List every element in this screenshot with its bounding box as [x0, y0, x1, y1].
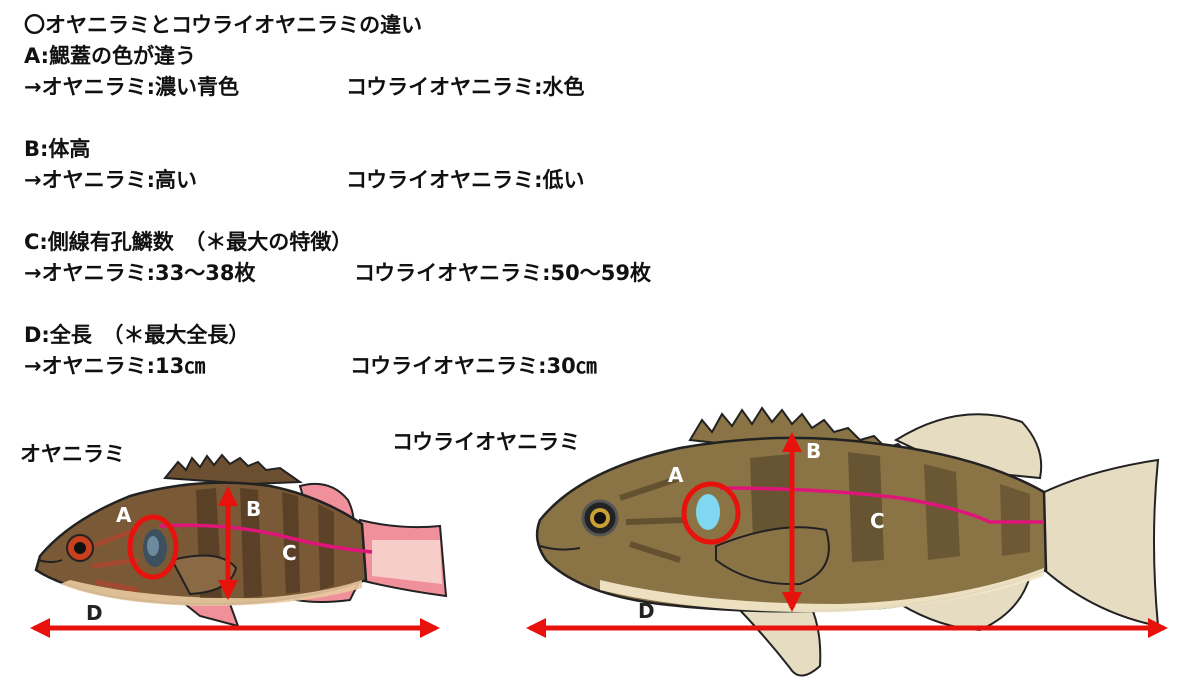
- large-fish-name: コウライオヤニラミ: [392, 430, 581, 454]
- small-dorsal-fin: [163, 453, 304, 486]
- small-label-c: C: [282, 541, 297, 565]
- section-a-right: コウライオヤニラミ:水色: [346, 75, 585, 99]
- section-a-heading: A:鰓蓋の色が違う: [24, 44, 197, 68]
- small-marker-a-circle: [127, 514, 179, 580]
- section-c-values: →オヤニラミ:33～38枚 コウライオヤニラミ:50～59枚: [24, 258, 784, 289]
- small-fish-name: オヤニラミ: [20, 442, 125, 466]
- large-fish: [535, 406, 1160, 677]
- section-b-values: →オヤニラミ:高い コウライオヤニラミ:低い: [24, 165, 784, 196]
- section-c-left: →オヤニラミ:33～38枚: [24, 261, 256, 285]
- section-c-heading: C:側線有孔鱗数 （＊最大の特徴）: [24, 230, 353, 254]
- section-b-heading: B:体高: [24, 137, 91, 161]
- section-b-right: コウライオヤニラミ:低い: [346, 168, 585, 192]
- large-label-c: C: [870, 509, 885, 533]
- section-a-values: →オヤニラミ:濃い青色 コウライオヤニラミ:水色: [24, 72, 784, 103]
- large-label-d: D: [638, 599, 655, 623]
- small-lateral-line: [159, 523, 373, 554]
- small-label-d: D: [86, 601, 103, 625]
- section-d-values: →オヤニラミ:13㎝ コウライオヤニラミ:30㎝: [24, 351, 784, 382]
- large-label-a: A: [668, 463, 684, 487]
- small-fish: [34, 453, 448, 628]
- large-marker-a-circle: [681, 481, 741, 545]
- section-a-left: →オヤニラミ:濃い青色: [24, 75, 239, 99]
- section-d-right: コウライオヤニラミ:30㎝: [350, 354, 597, 378]
- section-c-right: コウライオヤニラミ:50～59枚: [354, 261, 652, 285]
- page-title: 〇オヤニラミとコウライオヤニラミの違い: [24, 13, 423, 37]
- section-b-left: →オヤニラミ:高い: [24, 168, 197, 192]
- large-lateral-line: [719, 486, 1044, 524]
- section-d-heading: D:全長 （＊最大全長）: [24, 323, 250, 347]
- large-opercle: [696, 494, 720, 530]
- small-label-a: A: [116, 503, 132, 527]
- comparison-text: 〇オヤニラミとコウライオヤニラミの違い A:鰓蓋の色が違う →オヤニラミ:濃い青…: [24, 10, 784, 382]
- section-d-left: →オヤニラミ:13㎝: [24, 354, 206, 378]
- large-tail-fin: [1039, 458, 1160, 628]
- large-soft-dorsal-fin: [893, 413, 1043, 480]
- small-label-b: B: [246, 497, 261, 521]
- large-label-b: B: [806, 439, 821, 463]
